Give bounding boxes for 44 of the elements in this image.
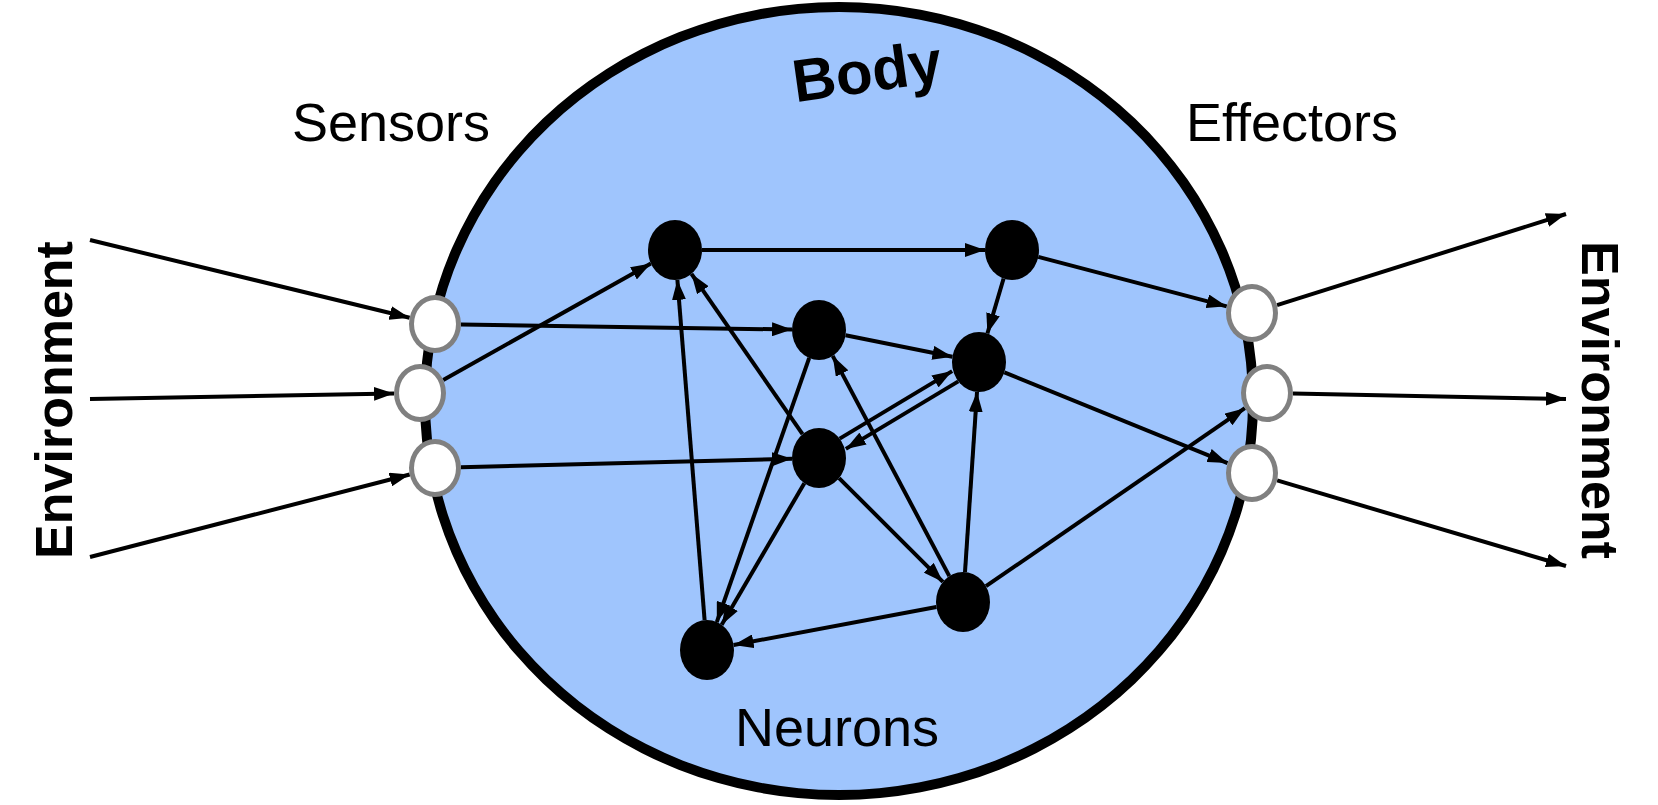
- arrow: [844, 379, 960, 451]
- neuron-dot: [648, 220, 702, 280]
- arrow: [838, 369, 954, 441]
- arrow: [733, 605, 937, 649]
- arrow: [714, 357, 812, 623]
- arrow: [984, 406, 1246, 588]
- arrow: [89, 386, 395, 401]
- port-circle: [394, 364, 446, 422]
- arrow: [460, 322, 793, 337]
- neuron-dot: [952, 332, 1006, 392]
- environment-label: Environment: [1574, 241, 1626, 559]
- arrow: [830, 354, 952, 578]
- arrow: [1292, 391, 1567, 406]
- section-label: Effectors: [1186, 95, 1399, 149]
- arrow: [689, 272, 805, 436]
- arrow: [1003, 370, 1229, 465]
- arrow: [672, 279, 707, 621]
- port-circle: [409, 295, 461, 353]
- port-circle: [1226, 444, 1278, 502]
- arrow: [89, 472, 411, 559]
- arrow: [1276, 212, 1567, 307]
- arrow: [845, 333, 953, 360]
- arrow: [460, 452, 793, 470]
- body-title: Body: [788, 31, 946, 113]
- arrow: [1276, 478, 1567, 568]
- arrow: [985, 277, 1006, 335]
- arrow: [837, 476, 945, 584]
- port-circle: [1241, 364, 1293, 422]
- arrow: [719, 482, 807, 626]
- section-label: Neurons: [735, 700, 940, 754]
- neuron-dot: [680, 620, 734, 680]
- neuron-dot: [792, 300, 846, 360]
- arrow: [963, 391, 983, 573]
- port-circle: [1226, 284, 1278, 342]
- environment-label: Environment: [28, 241, 80, 559]
- arrow: [442, 261, 652, 382]
- arrow: [89, 238, 411, 320]
- port-circle: [409, 439, 461, 497]
- neuron-dot: [792, 428, 846, 488]
- neuron-dot: [936, 572, 990, 632]
- arrow: [1037, 254, 1228, 309]
- neuron-dot: [985, 220, 1039, 280]
- section-label: Sensors: [292, 95, 491, 149]
- arrow: [702, 243, 985, 257]
